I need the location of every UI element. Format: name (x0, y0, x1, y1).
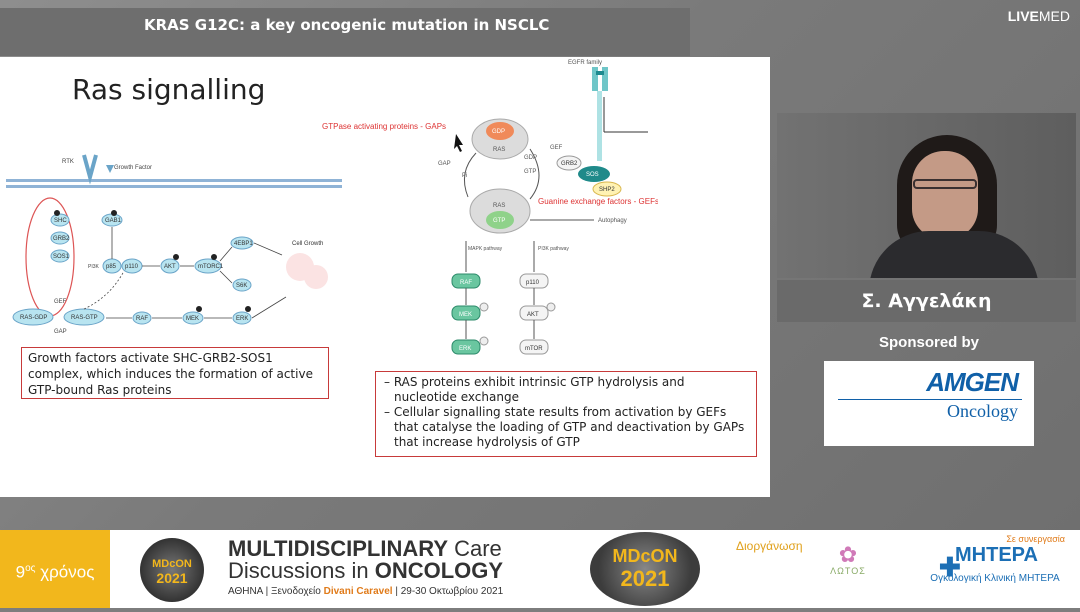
gap-label-r: GAP (438, 161, 451, 167)
lotos-logo: ✿ ΛΩΤΟΣ (830, 542, 866, 577)
mdcon-logo-large: MDcON 2021 (590, 532, 700, 606)
gef-label-r: GEF (550, 145, 563, 151)
pi3k-r-label: PI3K pathway (538, 246, 569, 252)
cell-growth-label: Cell Growth (292, 241, 323, 247)
gef-label: GEF (54, 299, 67, 305)
grb2-label: GRB2 (53, 236, 70, 242)
mek-r-label: MEK (459, 312, 472, 318)
slide-title: Ras signalling (72, 73, 266, 106)
growth-factor-label: Growth Factor (114, 165, 152, 171)
gtp-label: GTP (493, 218, 505, 224)
ras-proteins-textbox: – RAS proteins exhibit intrinsic GTP hyd… (375, 371, 757, 457)
raf-label: RAF (136, 316, 148, 322)
egfr-label: EGFR family (568, 60, 602, 66)
bullet-2: – Cellular signalling state results from… (384, 405, 745, 449)
gefs-label: Guanine exchange factors - GEFs (538, 197, 658, 206)
erk-r-label: ERK (459, 346, 471, 352)
brand-bold: LIVE (1007, 8, 1039, 24)
title-bar: KRAS G12C: a key oncogenic mutation in N… (0, 8, 690, 56)
right-pathway-diagram: EGFR family GTPase activating proteins -… (322, 60, 658, 355)
pi3k-label: PI3K (88, 264, 100, 270)
gdp-small-label: GDP (524, 155, 537, 161)
mitera-logo: Σε συνεργασία ✚ ΜΗΤΕΡΑ Ογκολογική Κλινικ… (930, 534, 1065, 584)
video-title: KRAS G12C: a key oncogenic mutation in N… (144, 16, 550, 34)
akt-r-label: AKT (527, 312, 539, 318)
livemed-logo: LIVEMED (1008, 8, 1070, 24)
speaker-name: Σ. Αγγελάκη (777, 280, 1076, 322)
p110-label: p110 (125, 264, 139, 270)
ras-bottom-label: RAS (493, 203, 505, 209)
grb2-r-label: GRB2 (561, 161, 578, 167)
p110-r-label: p110 (526, 280, 540, 286)
left-pathway-diagram: RTK Growth Factor SHC GRB2 SOS1 GAB1 PI3… (6, 154, 342, 335)
gab1-label: GAB1 (105, 218, 122, 224)
4ebp1-label: 4EBP1 (234, 241, 253, 247)
amgen-name: AMGEN (926, 367, 1019, 397)
ras-top-label: RAS (493, 147, 505, 153)
mek-label: MEK (186, 316, 199, 322)
event-title: MULTIDISCIPLINARY Care Discussions in ON… (228, 536, 504, 598)
s6k-label: S6K (236, 283, 247, 289)
presentation-slide: Ras signalling RTK Growth Factor SHC GRB… (0, 57, 770, 497)
growth-factors-textbox: Growth factors activate SHC-GRB2-SOS1 co… (21, 347, 329, 399)
organizer-label: Διοργάνωση (736, 539, 803, 553)
erk-label: ERK (236, 316, 248, 322)
gaps-label: GTPase activating proteins - GAPs (322, 122, 446, 131)
footer-banner: 9ος χρόνος MDcON 2021 MULTIDISCIPLINARY … (0, 530, 1080, 608)
gap-label: GAP (54, 329, 67, 335)
mtor-label: mTOR (525, 346, 543, 352)
bullet-1: – RAS proteins exhibit intrinsic GTP hyd… (384, 375, 685, 404)
autophagy-label: Autophagy (598, 218, 627, 224)
p85-label: p85 (106, 264, 117, 270)
raf-r-label: RAF (460, 280, 472, 286)
sos-label: SOS (586, 172, 599, 178)
mtorc1-label: mTORC1 (198, 264, 224, 270)
shp2-label: SHP2 (599, 187, 615, 193)
mapk-label: MAPK pathway (468, 246, 503, 252)
brand-rest: MED (1038, 8, 1070, 24)
shc-label: SHC (54, 218, 67, 224)
speaker-video (777, 113, 1076, 278)
ras-gdp-label: RAS-GDP (20, 315, 47, 321)
sponsored-label: Sponsored by (878, 334, 979, 351)
sos1-label: SOS1 (53, 254, 70, 260)
gdp-label: GDP (492, 129, 505, 135)
year-badge: 9ος χρόνος (0, 530, 110, 608)
gtp-small-label: GTP (524, 169, 536, 175)
rtk-label: RTK (62, 159, 74, 165)
amgen-oncology: Oncology (947, 401, 1018, 421)
mdcon-logo-small: MDcON 2021 (140, 538, 204, 602)
amgen-logo: AMGEN Oncology (824, 361, 1034, 446)
akt-label: AKT (164, 264, 176, 270)
ras-gtp-label: RAS-GTP (71, 315, 98, 321)
